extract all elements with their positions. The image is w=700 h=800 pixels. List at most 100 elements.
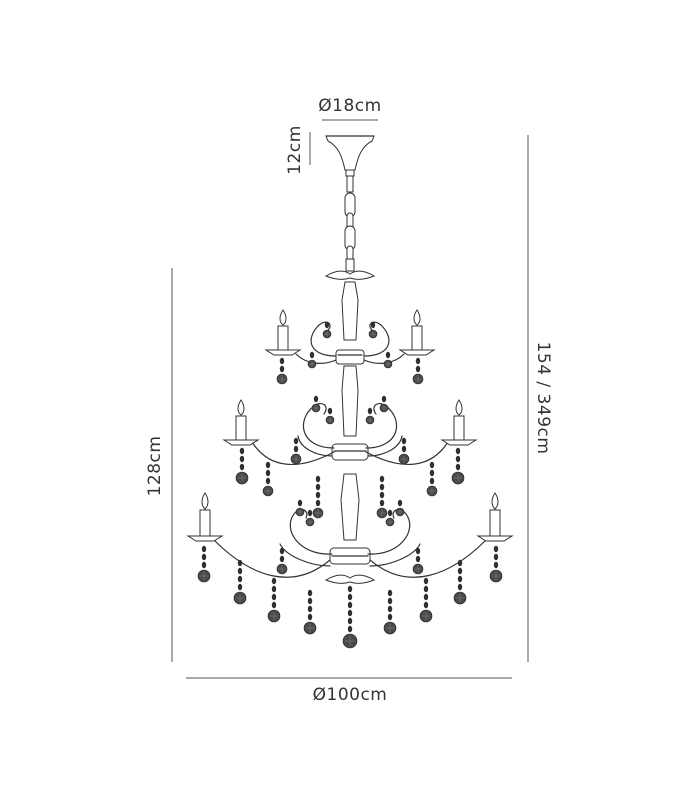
crystal-bead: [324, 321, 330, 329]
crystal-strand: [295, 499, 305, 517]
crystal-facet: [385, 361, 391, 367]
crystal-facet: [292, 455, 300, 463]
crystal-strand: [398, 437, 410, 465]
crystal-facet: [237, 473, 247, 483]
crystal-facet: [491, 571, 501, 581]
crystal-bead: [379, 475, 385, 483]
crystal-strand: [453, 559, 467, 605]
crystal-strand: [376, 475, 388, 519]
crystal-bead: [387, 509, 393, 517]
crystal-strand: [303, 589, 317, 635]
crystal-facet: [314, 509, 322, 517]
central-stem: [324, 270, 376, 584]
crystal-facet: [387, 519, 393, 525]
crystal-bead: [423, 585, 429, 593]
overall-diameter-label: Ø100cm: [313, 685, 388, 705]
crystal-facet: [455, 593, 465, 603]
crystal-facet: [421, 611, 431, 621]
crystal-bead: [293, 445, 299, 453]
canopy: [325, 135, 375, 193]
crystal-strand: [235, 447, 249, 485]
crystal-facet: [378, 509, 386, 517]
crystal-bead: [239, 447, 245, 455]
crystal-strand: [290, 437, 302, 465]
crystal-strand: [342, 585, 358, 649]
crystal-facet: [414, 375, 422, 383]
crystal-bead: [379, 491, 385, 499]
crystal-bead: [387, 589, 393, 597]
crystal-bead: [429, 477, 435, 485]
crystal-strand: [383, 351, 393, 369]
crystal-strand: [412, 547, 424, 575]
chain: [344, 192, 356, 272]
crystal-facet: [327, 417, 333, 423]
crystal-strand: [383, 589, 397, 635]
crystal-strand: [312, 475, 324, 519]
crystal-bead: [293, 437, 299, 445]
crystal-bead: [237, 583, 243, 591]
crystal-bead: [201, 553, 207, 561]
crystal-facet: [367, 417, 373, 423]
crystal-bead: [387, 613, 393, 621]
crystal-bead: [493, 561, 499, 569]
crystal-facet: [345, 636, 355, 646]
crystal-bead: [457, 583, 463, 591]
crystal-bead: [265, 469, 271, 477]
crystal-bead: [307, 597, 313, 605]
candles: [186, 309, 514, 542]
crystal-facet: [370, 331, 376, 337]
crystal-bead: [429, 461, 435, 469]
crystal-bead: [239, 455, 245, 463]
crystal-bead: [347, 585, 353, 593]
crystal-bead: [401, 437, 407, 445]
crystal-facet: [264, 487, 272, 495]
crystal-strand: [322, 321, 332, 339]
crystal-bead: [423, 601, 429, 609]
crystal-bead: [379, 483, 385, 491]
crystal-bead: [307, 605, 313, 613]
crystal-strand: [368, 321, 378, 339]
crystal-strand: [365, 407, 375, 425]
crystal-drops: [197, 321, 503, 649]
crystal-bead: [455, 455, 461, 463]
candle-upper-left: [264, 309, 302, 356]
crystal-bead: [387, 597, 393, 605]
crystal-bead: [401, 445, 407, 453]
crystal-facet: [385, 623, 395, 633]
crystal-strand: [262, 461, 274, 497]
crystal-bead: [423, 593, 429, 601]
crystal-bead: [327, 407, 333, 415]
crystal-strand: [379, 395, 389, 413]
crystal-strand: [267, 577, 281, 623]
candle-lower-right: [476, 492, 514, 542]
crystal-facet: [324, 331, 330, 337]
canopy-diameter-label: Ø18cm: [318, 96, 381, 116]
crystal-bead: [307, 589, 313, 597]
crystal-bead: [415, 547, 421, 555]
crystal-bead: [315, 475, 321, 483]
crystal-bead: [347, 593, 353, 601]
crystal-bead: [370, 321, 376, 329]
crystal-bead: [237, 575, 243, 583]
crystal-bead: [201, 545, 207, 553]
crystal-facet: [199, 571, 209, 581]
crystal-facet: [305, 623, 315, 633]
crystal-bead: [429, 469, 435, 477]
crystal-strand: [395, 499, 405, 517]
crystal-bead: [457, 567, 463, 575]
crystal-facet: [235, 593, 245, 603]
crystal-bead: [457, 559, 463, 567]
crystal-bead: [297, 499, 303, 507]
crystal-strand: [419, 577, 433, 623]
crystal-bead: [315, 483, 321, 491]
crystal-bead: [367, 407, 373, 415]
dimension-lines: [171, 119, 529, 679]
crystal-strand: [233, 559, 247, 605]
crystal-bead: [455, 463, 461, 471]
crystal-bead: [415, 357, 421, 365]
crystal-bead: [271, 593, 277, 601]
crystal-bead: [309, 351, 315, 359]
crystal-strand: [385, 509, 395, 527]
crystal-facet: [381, 405, 387, 411]
